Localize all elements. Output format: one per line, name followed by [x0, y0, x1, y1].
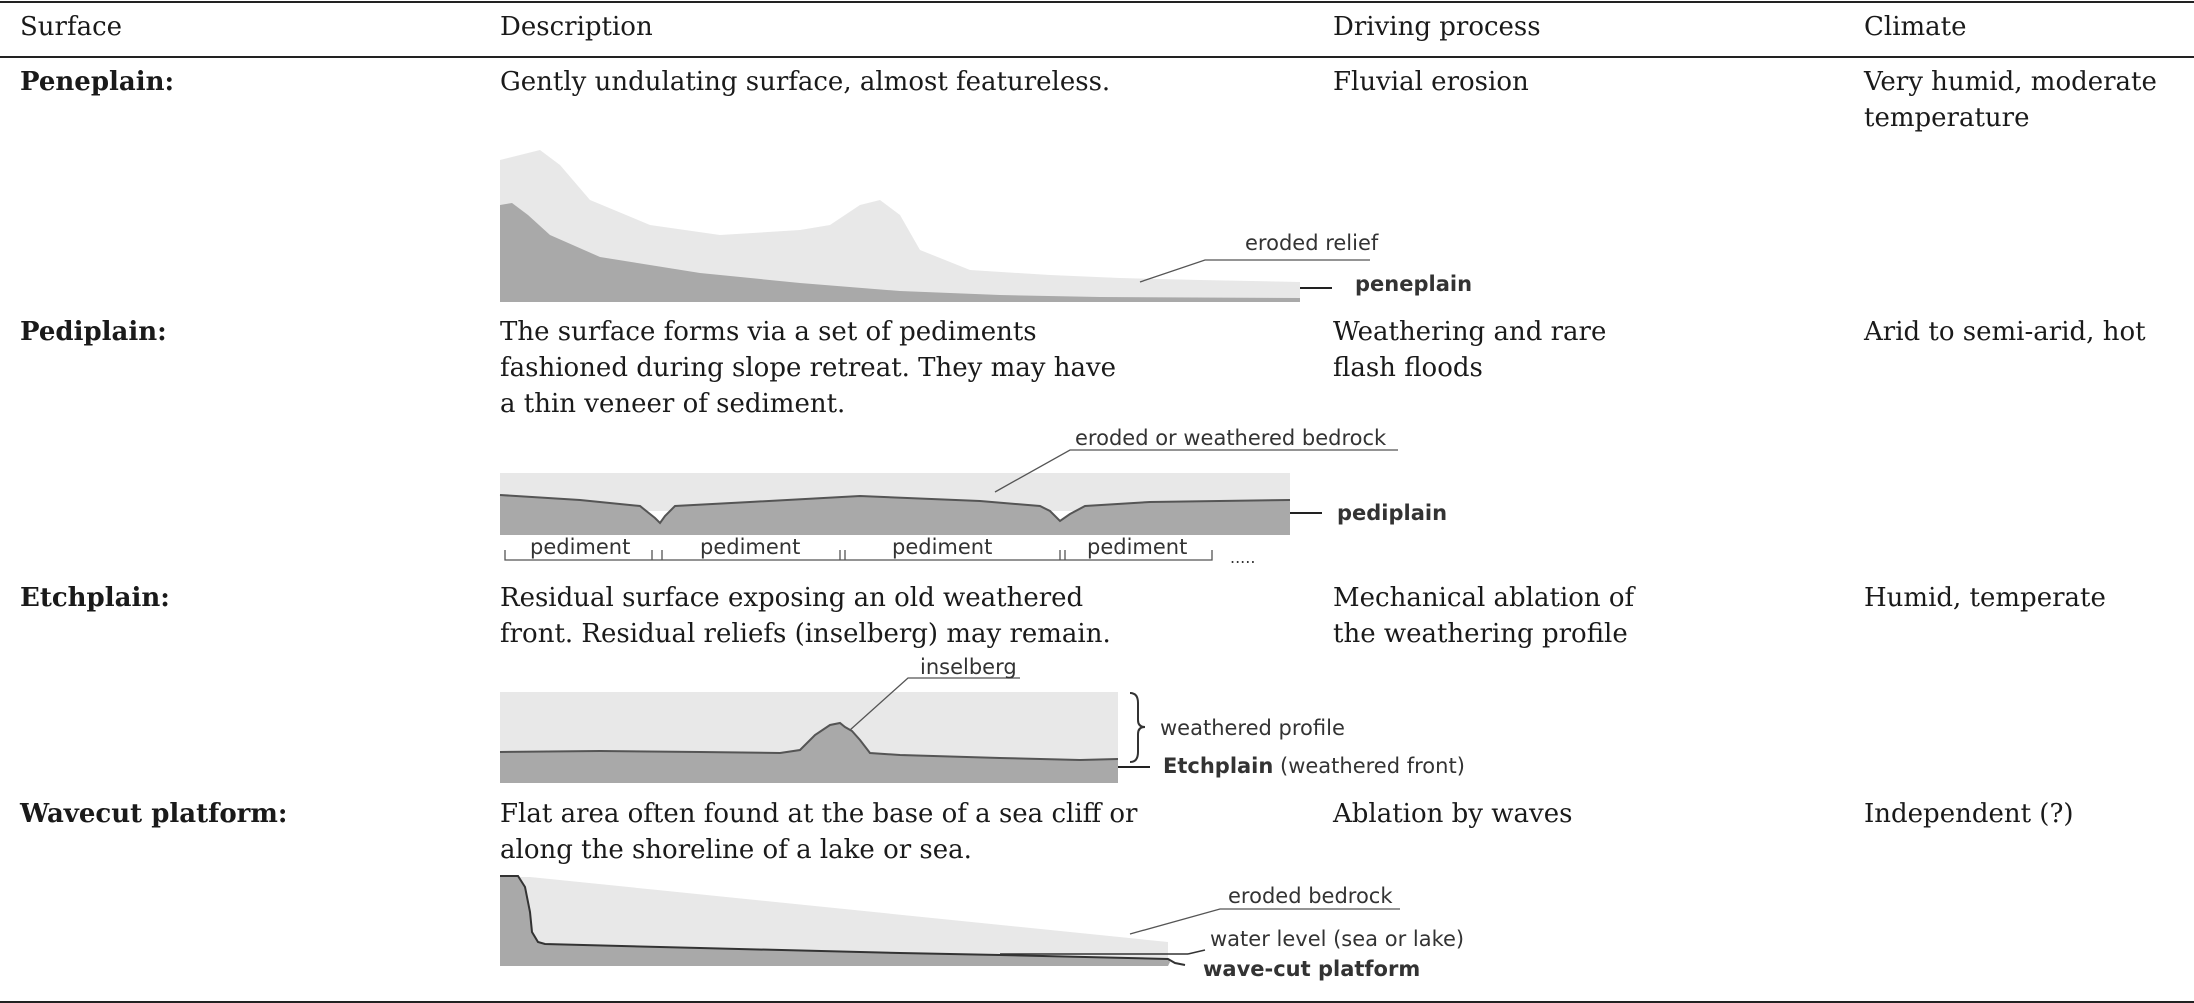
- etchplain-label: Etchplain (weathered front): [1163, 754, 1465, 778]
- peneplain-surface: [500, 203, 1300, 302]
- process-line: Fluvial erosion: [1333, 67, 1529, 97]
- etchplain-surface: [500, 723, 1118, 783]
- climate-wavecut-platform: Independent (?): [1864, 796, 2074, 832]
- surface-etchplain: Etchplain:: [20, 583, 170, 613]
- eroded-relief-area: [500, 150, 1300, 302]
- pediment-ellipsis: .....: [1230, 548, 1255, 567]
- process-line: Ablation by waves: [1333, 799, 1573, 829]
- peneplain-diagram: eroded relief peneplain: [500, 150, 1472, 302]
- etchplain-label-rest: (weathered front): [1273, 754, 1465, 778]
- process-line: Mechanical ablation of: [1333, 583, 1635, 613]
- process-line: flash floods: [1333, 353, 1483, 383]
- header-driving-process: Driving process: [1333, 12, 1541, 42]
- etchplain-label-bold: Etchplain: [1163, 754, 1273, 778]
- description-etchplain: Residual surface exposing an old weather…: [500, 580, 1111, 652]
- pediplain-label: pediplain: [1337, 501, 1447, 525]
- water-level-label: water level (sea or lake): [1210, 927, 1464, 951]
- climate-line: temperature: [1864, 103, 2030, 133]
- eroded-bedrock-leader: [1129, 908, 1400, 935]
- surface-wavecut-platform: Wavecut platform:: [20, 799, 288, 829]
- eroded-relief-label: eroded relief: [1245, 231, 1379, 255]
- etchplain-outline: [499, 721, 1119, 762]
- climate-pediplain: Arid to semi-arid, hot: [1864, 314, 2146, 350]
- climate-etchplain: Humid, temperate: [1864, 580, 2106, 616]
- climate-line: Humid, temperate: [1864, 583, 2106, 613]
- eroded-bedrock-label: eroded bedrock: [1228, 884, 1393, 908]
- wavecut-platform-diagram: eroded bedrock water level (sea or lake)…: [500, 875, 1464, 981]
- header-climate: Climate: [1864, 12, 1967, 42]
- description-line: Residual surface exposing an old weather…: [500, 583, 1084, 613]
- table-bottom-rule: [0, 1001, 2194, 1003]
- description-pediplain: The surface forms via a set of pediments…: [500, 314, 1116, 422]
- process-peneplain: Fluvial erosion: [1333, 64, 1529, 100]
- description-line: along the shoreline of a lake or sea.: [500, 835, 972, 865]
- weathered-profile-label: weathered profile: [1160, 716, 1345, 740]
- wave-cut-platform-label: wave-cut platform: [1203, 957, 1420, 981]
- platform-outline: [500, 875, 1186, 966]
- weathered-profile-brace: [1129, 692, 1146, 763]
- pediment-label-4: pediment: [1087, 535, 1187, 559]
- description-line: Gently undulating surface, almost featur…: [500, 67, 1111, 97]
- climate-line: Arid to semi-arid, hot: [1864, 317, 2146, 347]
- table-top-rule: [0, 1, 2194, 3]
- pediplain-outline: [499, 494, 1291, 525]
- description-line: a thin veneer of sediment.: [500, 389, 846, 419]
- pediment-label-2: pediment: [700, 535, 800, 559]
- description-wavecut-platform: Flat area often found at the base of a s…: [500, 796, 1137, 868]
- pediplain-diagram: eroded or weathered bedrock pediplain pe…: [499, 426, 1447, 567]
- description-line: fashioned during slope retreat. They may…: [500, 353, 1117, 383]
- climate-line: Very humid, moderate: [1864, 67, 2157, 97]
- process-wavecut-platform: Ablation by waves: [1333, 796, 1572, 832]
- eroded-relief-leader: [1139, 259, 1370, 283]
- climate-peneplain: Very humid, moderate temperature: [1864, 64, 2157, 136]
- description-line: The surface forms via a set of pediments: [500, 317, 1037, 347]
- description-line: Flat area often found at the base of a s…: [500, 799, 1138, 829]
- inselberg-label: inselberg: [920, 655, 1017, 679]
- etchplain-diagram: inselberg weathered profile Etchplain (w…: [499, 655, 1465, 783]
- process-etchplain: Mechanical ablation of the weathering pr…: [1333, 580, 1634, 652]
- header-description: Description: [500, 12, 653, 42]
- process-pediplain: Weathering and rare flash floods: [1333, 314, 1606, 386]
- cliff-and-platform: [500, 876, 1170, 966]
- description-line: front. Residual reliefs (inselberg) may …: [500, 619, 1111, 649]
- water-level-pointer: [1187, 949, 1206, 955]
- pediment-label-1: pediment: [530, 535, 630, 559]
- surface-peneplain: Peneplain:: [20, 67, 175, 97]
- bedrock-leader: [994, 449, 1398, 493]
- pediment-brackets: [504, 550, 1213, 561]
- header-surface: Surface: [20, 12, 123, 42]
- eroded-bedrock-label: eroded or weathered bedrock: [1075, 426, 1387, 450]
- process-line: Weathering and rare: [1333, 317, 1607, 347]
- process-line: the weathering profile: [1333, 619, 1628, 649]
- peneplain-label: peneplain: [1355, 272, 1472, 296]
- eroded-bedrock-area: [500, 877, 1168, 962]
- inselberg-leader: [849, 677, 1020, 731]
- description-peneplain: Gently undulating surface, almost featur…: [500, 64, 1110, 100]
- climate-line: Independent (?): [1864, 799, 2074, 829]
- table-header-rule: [0, 56, 2194, 58]
- surface-pediplain: Pediplain:: [20, 317, 167, 347]
- pediment-label-3: pediment: [892, 535, 992, 559]
